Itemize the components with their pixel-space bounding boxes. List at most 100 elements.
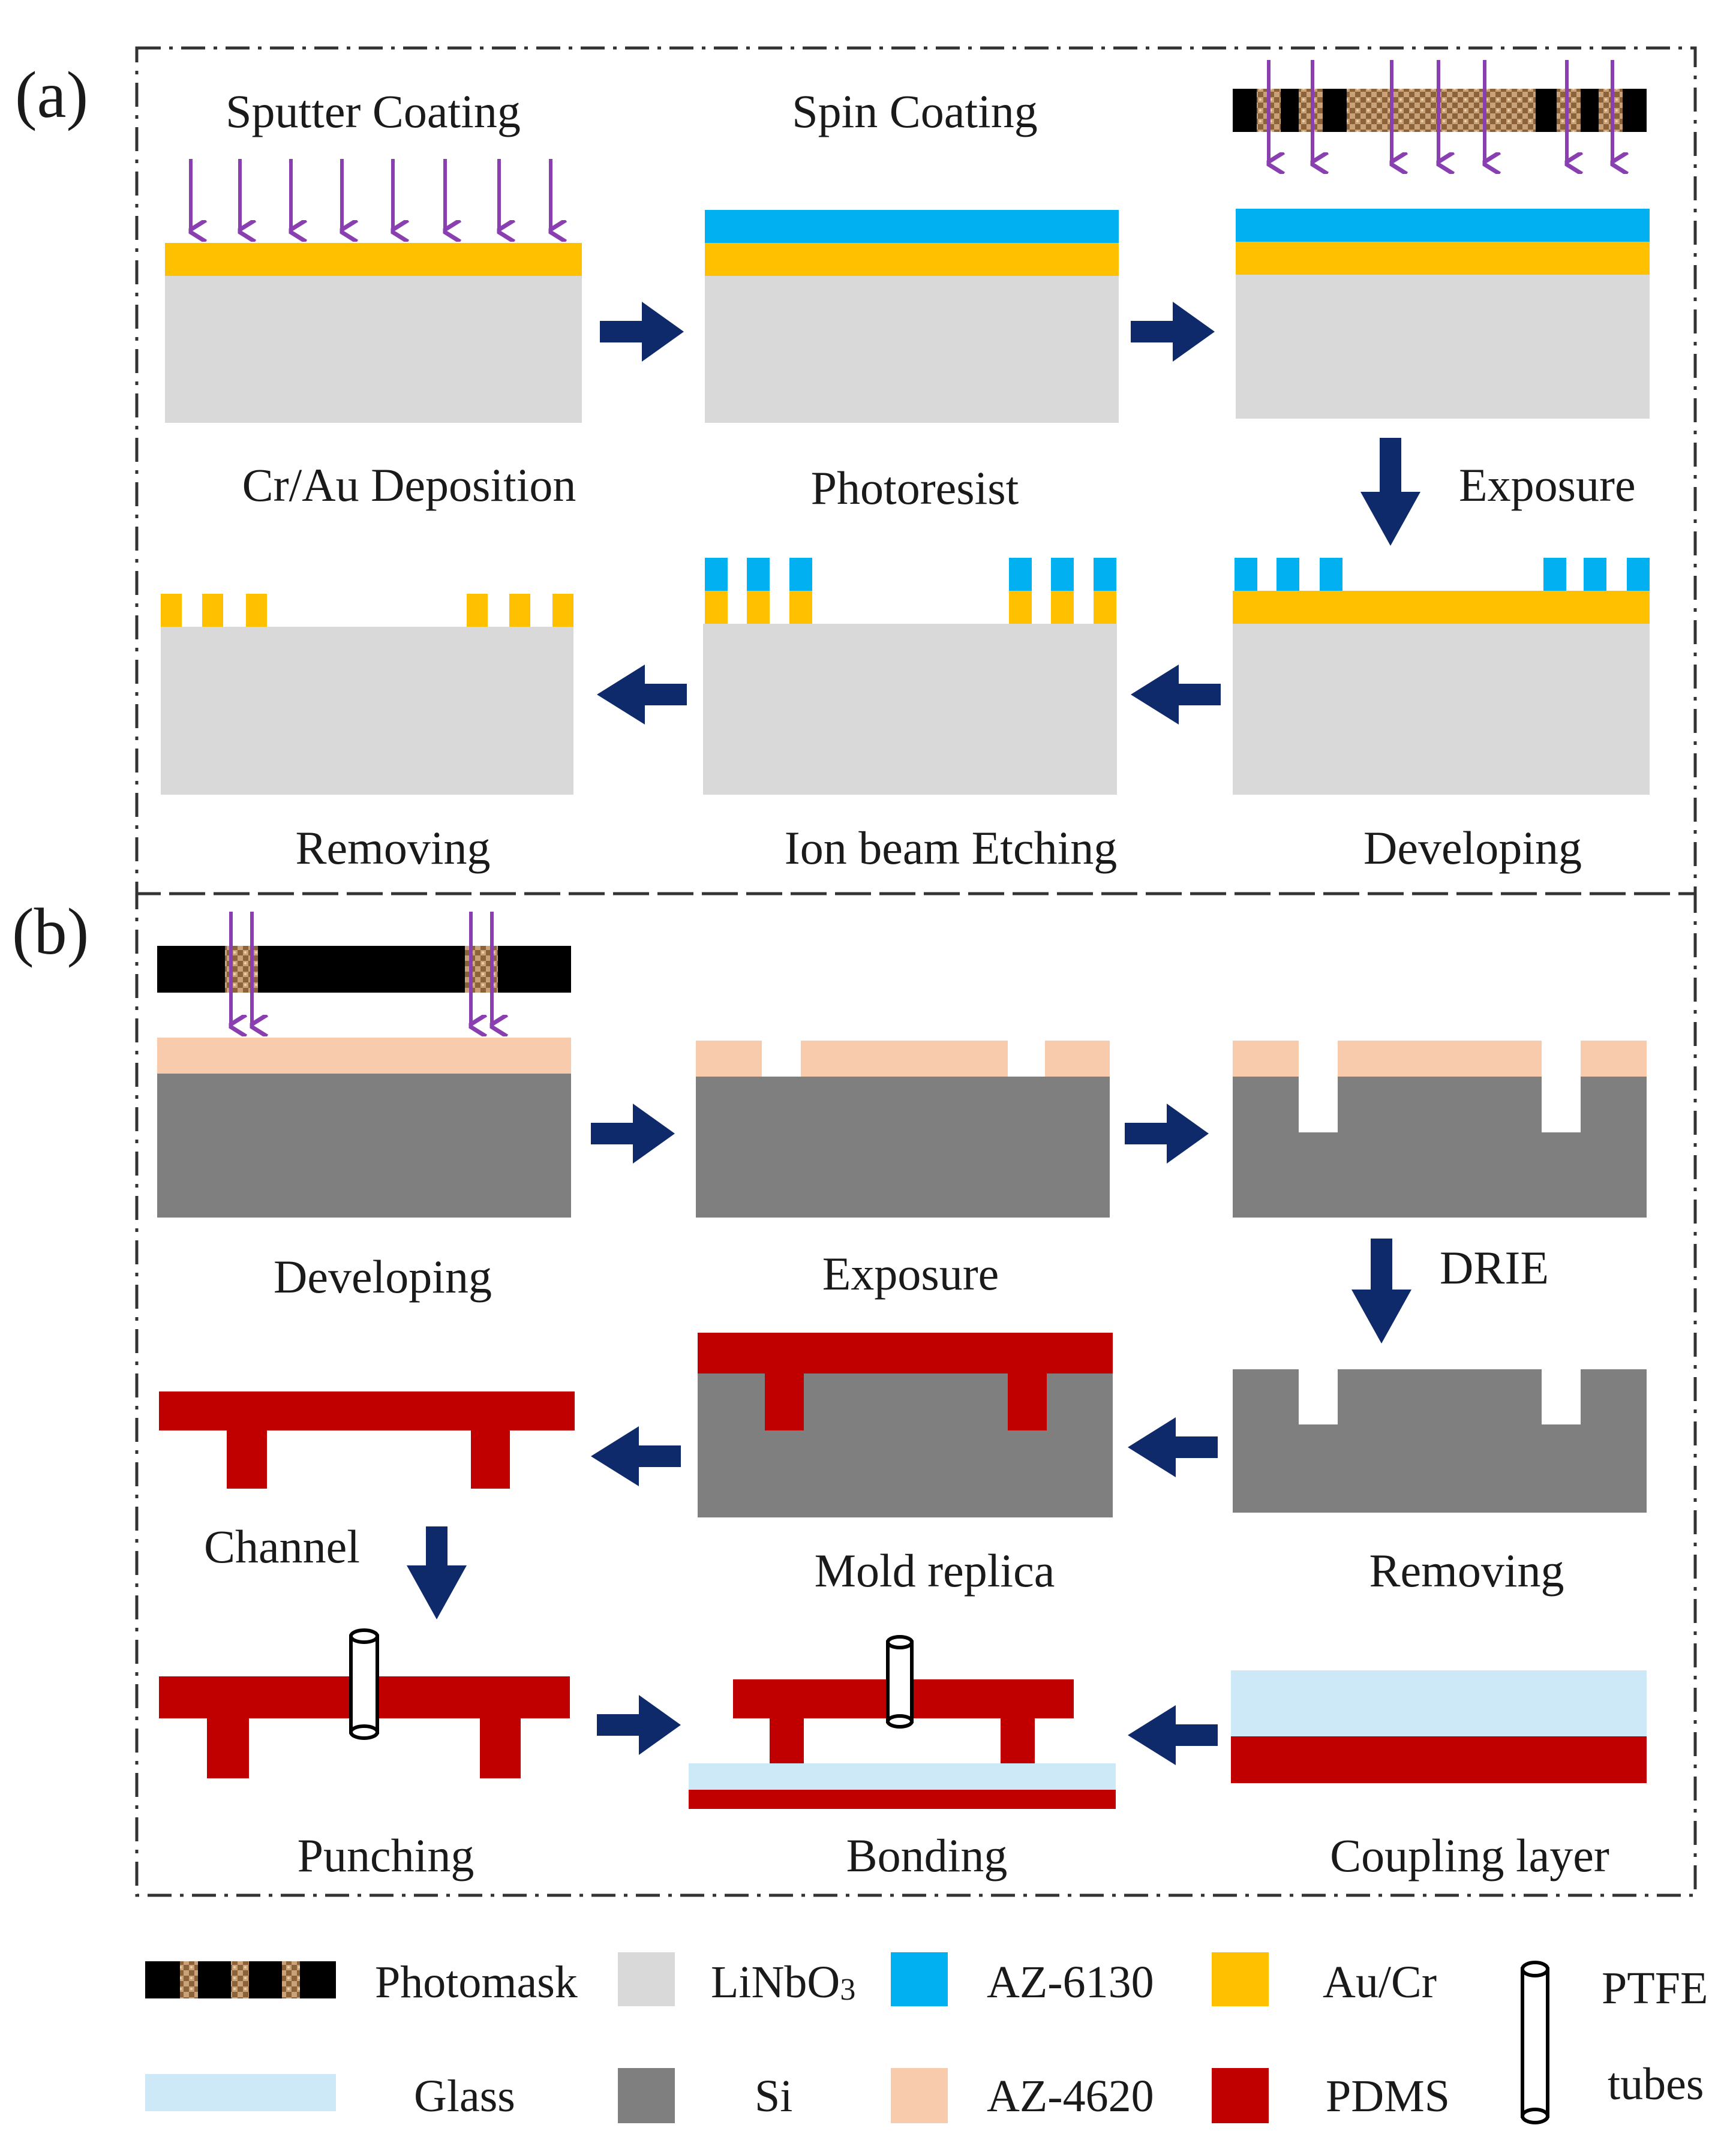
step-label: Channel — [204, 1520, 360, 1573]
si-etched-substrate — [1233, 1077, 1647, 1218]
arrow-left-icon — [597, 665, 687, 725]
az4620-pattern — [696, 1041, 1110, 1077]
az6130-pattern — [1235, 558, 1650, 591]
step-label: Removing — [296, 822, 491, 874]
step-label: Removing — [1369, 1544, 1564, 1597]
step-label: Ion beam Etching — [785, 822, 1118, 874]
pdms-channel — [733, 1679, 1074, 1763]
au-cr-layer — [705, 243, 1119, 276]
linbo3-substrate — [705, 276, 1119, 423]
glass-layer — [689, 1763, 1116, 1790]
arrow-left-icon — [591, 1426, 681, 1486]
arrow-down-icon — [407, 1526, 467, 1619]
az4620-pattern — [1233, 1041, 1647, 1077]
a-step-etching: Ion beam Etching — [703, 558, 1117, 874]
au-cr-swatch — [1212, 1952, 1269, 2006]
legend-label: AZ-6130 — [987, 1957, 1154, 2007]
arrow-right-icon — [597, 1695, 681, 1755]
step-label: Exposure — [822, 1248, 999, 1300]
step-label: Bonding — [846, 1829, 1008, 1881]
step-label: Mold replica — [815, 1544, 1055, 1597]
step-label: Developing — [1363, 822, 1582, 874]
si-mold — [698, 1373, 1113, 1517]
legend-item-linbo3: LiNbO3 — [618, 1952, 855, 2007]
arrow-right-icon — [591, 1104, 675, 1164]
pdms-channel — [159, 1391, 575, 1489]
a-step-developing: Developing — [1233, 558, 1650, 874]
step-label: Cr/Au Deposition — [242, 459, 576, 511]
b-step-exposure: Exposure — [696, 1041, 1110, 1300]
arrow-left-icon — [1128, 1705, 1218, 1765]
si-mold — [1233, 1369, 1647, 1513]
a-step-removing: Removing — [161, 594, 573, 874]
legend-label: AZ-4620 — [987, 2071, 1154, 2121]
b-step-bonding: Bonding — [689, 1635, 1116, 1881]
step-label: Coupling layer — [1330, 1829, 1609, 1881]
step-label: Developing — [274, 1251, 492, 1303]
au-cr-layer — [1236, 242, 1650, 275]
b-step-coupling-layer: Coupling layer — [1231, 1670, 1647, 1881]
arrow-down-icon — [1360, 438, 1420, 546]
b-step-punching: Punching — [159, 1628, 570, 1881]
arrow-right-icon — [1131, 302, 1215, 362]
linbo3-substrate — [703, 624, 1117, 795]
b-step-drie: DRIE — [1233, 1041, 1647, 1294]
legend-label: Au/Cr — [1323, 1957, 1437, 2007]
legend-label: PTFE — [1602, 1963, 1708, 2013]
legend-item-glass: Glass — [145, 2071, 515, 2121]
az4620-swatch — [891, 2068, 948, 2123]
arrow-left-icon — [1131, 665, 1221, 725]
au-cr-layer — [1233, 591, 1650, 624]
az6130-swatch — [891, 1952, 948, 2006]
step-label: Exposure — [1459, 459, 1636, 511]
step-label: Punching — [298, 1829, 474, 1881]
pdms-swatch — [1212, 2068, 1269, 2123]
photomask-swatch — [145, 1961, 336, 1998]
legend-item-ptfe-tubes: PTFE tubes — [1521, 1961, 1708, 2124]
a-step-sputter: Sputter Coating Cr/Au Deposition — [165, 85, 582, 511]
pdms-cast — [698, 1333, 1113, 1430]
legend-item-pdms: PDMS — [1212, 2068, 1450, 2123]
process-arrows-b — [407, 1104, 1411, 1765]
panel-a-frame — [135, 46, 1697, 895]
legend-item-photomask: Photomask — [145, 1957, 578, 2007]
glass-swatch — [145, 2074, 336, 2111]
az6130-layer — [705, 210, 1119, 243]
legend-label: LiNbO3 — [711, 1957, 855, 2007]
linbo3-substrate — [1236, 275, 1650, 419]
panel-a-tag: (a) — [15, 58, 88, 131]
uv-exposure-arrows — [231, 912, 492, 1026]
legend-label: Si — [755, 2071, 792, 2121]
ptfe-tube-icon — [886, 1635, 914, 1729]
legend-item-az4620: AZ-4620 — [891, 2068, 1154, 2123]
legend-label-line2: tubes — [1608, 2059, 1704, 2109]
az4620-layer — [157, 1038, 571, 1074]
process-arrows-a — [597, 302, 1420, 725]
uv-exposure-arrows — [1269, 60, 1612, 163]
step-label: DRIE — [1440, 1242, 1549, 1294]
pdms-layer — [1231, 1736, 1647, 1783]
az6130-pattern — [705, 558, 1116, 591]
legend-item-az6130: AZ-6130 — [891, 1952, 1154, 2007]
si-substrate — [696, 1077, 1110, 1218]
step-label: Spin Coating — [792, 85, 1038, 137]
arrow-right-icon — [600, 302, 684, 362]
panel-b-tag: (b) — [12, 895, 89, 968]
legend: Photomask LiNbO3 AZ-6130 Au/Cr PTFE tube… — [145, 1952, 1708, 2124]
au-cr-electrodes — [161, 594, 573, 627]
si-substrate — [157, 1074, 571, 1218]
arrow-left-icon — [1128, 1417, 1218, 1477]
arrow-down-icon — [1351, 1239, 1411, 1343]
linbo3-substrate — [1233, 624, 1650, 795]
b-step-developing: Developing — [157, 912, 571, 1303]
au-cr-pattern — [705, 591, 1116, 624]
si-swatch — [618, 2068, 675, 2123]
a-step-exposure: Exposure — [1233, 60, 1650, 511]
step-label: Photoresist — [811, 462, 1019, 514]
arrow-right-icon — [1125, 1104, 1209, 1164]
au-cr-layer — [165, 243, 582, 276]
legend-item-au-cr: Au/Cr — [1212, 1952, 1437, 2007]
legend-item-si: Si — [618, 2068, 792, 2123]
photomask — [157, 946, 571, 993]
